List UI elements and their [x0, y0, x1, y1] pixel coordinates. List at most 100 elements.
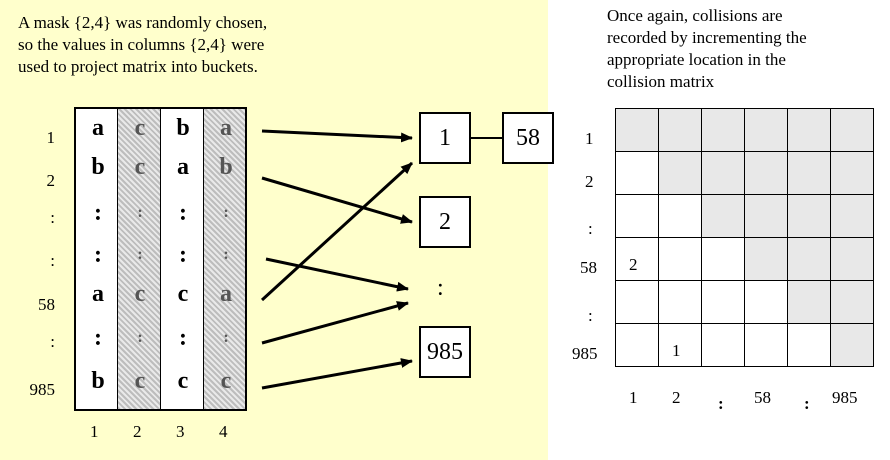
- matrix-cell: :: [179, 242, 187, 268]
- collision-cell: [787, 237, 831, 281]
- collision-count: 1: [672, 341, 681, 360]
- right-caption-line: recorded by incrementing the: [607, 28, 807, 47]
- row-label: 2: [46, 171, 56, 190]
- collision-col-label: 2: [672, 388, 681, 407]
- matrix-cell: :: [137, 329, 143, 346]
- matrix-cell: c: [134, 154, 146, 180]
- matrix-cell: :: [94, 242, 102, 268]
- collision-cell: [744, 151, 788, 195]
- matrix-cell: b: [91, 154, 105, 180]
- matrix-cell: a: [220, 115, 232, 141]
- collision-cell: [701, 323, 745, 367]
- collision-cell: [830, 237, 874, 281]
- row-label: :: [50, 251, 55, 270]
- col-label: 2: [133, 422, 142, 441]
- matrix-cell: :: [94, 325, 102, 351]
- collision-cell: [701, 151, 745, 195]
- right-caption-line: collision matrix: [607, 72, 715, 91]
- matrix-cell: a: [92, 281, 104, 307]
- col-label: 4: [219, 422, 228, 441]
- collision-cell: [787, 323, 831, 367]
- collision-cell: [744, 323, 788, 367]
- left-caption-line: used to project matrix into buckets.: [18, 57, 258, 76]
- collision-cell: [830, 280, 874, 324]
- matrix-cell: c: [177, 368, 189, 394]
- collision-cell: [615, 194, 659, 238]
- row-label: :: [50, 332, 55, 351]
- collision-cell: [830, 108, 874, 152]
- col-label: 3: [176, 422, 185, 441]
- collision-cell: [658, 151, 702, 195]
- arrow: [261, 129, 413, 143]
- collision-col-label: :: [718, 394, 724, 413]
- matrix-cell: :: [137, 204, 143, 221]
- matrix-cell: b: [219, 154, 233, 180]
- col-label: 1: [90, 422, 99, 441]
- matrix-cell: a: [177, 154, 189, 180]
- bucket-2: 2: [419, 196, 471, 248]
- collision-cell: [615, 108, 659, 152]
- collision-col-label: 1: [629, 388, 638, 407]
- matrix-cell: c: [220, 368, 232, 394]
- collision-cell: [615, 151, 659, 195]
- matrix-cell: b: [176, 115, 190, 141]
- right-caption-line: appropriate location in the: [607, 50, 786, 69]
- collision-cell: [658, 194, 702, 238]
- collision-cell: [787, 108, 831, 152]
- matrix-cell: :: [94, 200, 102, 226]
- collision-cell: [744, 108, 788, 152]
- right-caption: Once again, collisions are recorded by i…: [607, 5, 877, 93]
- collision-cell: [701, 194, 745, 238]
- collision-col-label: 58: [754, 388, 771, 407]
- collision-row-label: :: [588, 306, 593, 325]
- collision-cell: [658, 237, 702, 281]
- matrix-cell: :: [179, 200, 187, 226]
- matrix-cell: :: [223, 329, 229, 346]
- bucket-985: 985: [419, 326, 471, 378]
- collision-cell: [787, 151, 831, 195]
- collision-col-label: 985: [832, 388, 858, 407]
- collision-row-label: 58: [580, 258, 597, 277]
- collision-cell: [658, 108, 702, 152]
- matrix-cell: :: [179, 325, 187, 351]
- collision-cell: [830, 151, 874, 195]
- row-label: 58: [38, 295, 55, 314]
- right-caption-line: Once again, collisions are: [607, 6, 783, 25]
- row-label: 1: [46, 128, 56, 147]
- matrix-cell: c: [134, 281, 146, 307]
- collision-col-label: :: [804, 394, 810, 413]
- collision-cell: [787, 280, 831, 324]
- collision-row-label: 2: [585, 172, 594, 191]
- collision-cell: [830, 323, 874, 367]
- collision-cell: [658, 280, 702, 324]
- matrix-cell: :: [137, 246, 143, 263]
- matrix-cell: c: [134, 115, 146, 141]
- bucket-ellipsis: :: [437, 275, 444, 301]
- arrow: [261, 176, 413, 224]
- left-caption-line: so the values in columns {2,4} were: [18, 35, 265, 54]
- row-label: 985: [29, 380, 56, 399]
- collision-row-label: 985: [572, 344, 598, 363]
- collision-cell: [701, 237, 745, 281]
- matrix-cell: a: [92, 115, 104, 141]
- collision-cell: [787, 194, 831, 238]
- matrix-cell: :: [223, 246, 229, 263]
- collision-cell: [615, 280, 659, 324]
- matrix-cell: b: [91, 368, 105, 394]
- row-label: :: [50, 208, 55, 227]
- collision-cell: [744, 280, 788, 324]
- bucket-1-entry: 58: [502, 112, 554, 164]
- arrow: [261, 301, 409, 345]
- collision-row-label: :: [588, 219, 593, 238]
- collision-cell: [701, 108, 745, 152]
- matrix-cell: a: [220, 281, 232, 307]
- arrow: [261, 358, 413, 390]
- collision-cell: [744, 194, 788, 238]
- arrow: [265, 257, 409, 292]
- collision-row-label: 1: [585, 129, 594, 148]
- left-caption: A mask {2,4} was randomly chosen, so the…: [18, 12, 378, 78]
